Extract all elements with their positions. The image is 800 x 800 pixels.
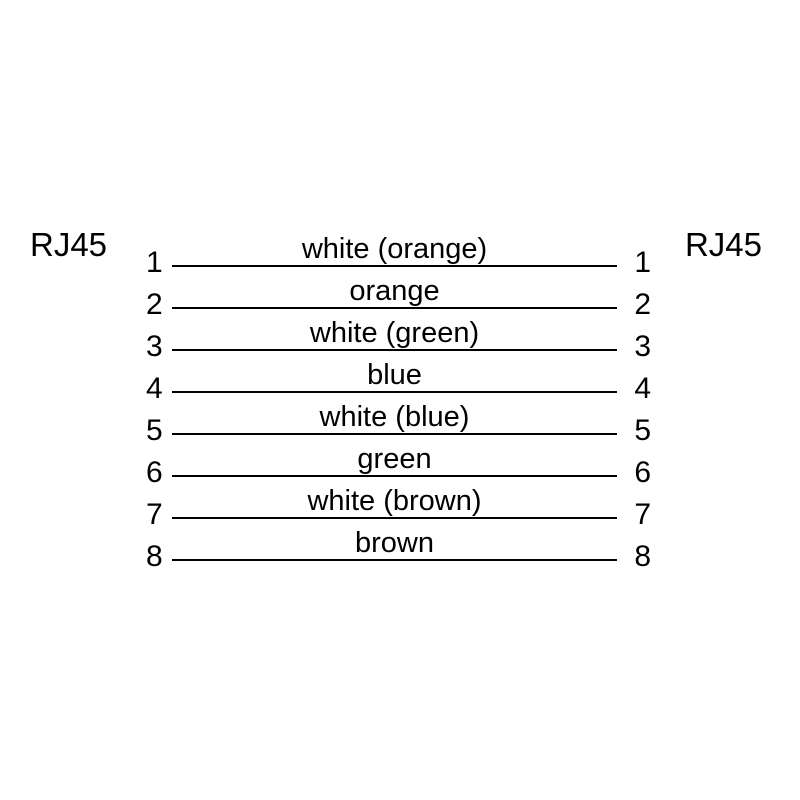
pin-number-right: 1 xyxy=(634,246,651,279)
wire-label: green xyxy=(357,443,432,475)
pin-number-right: 5 xyxy=(634,414,651,447)
wire-label: orange xyxy=(349,275,440,307)
wire-rows: 1 white (orange) 1 2 orange 2 3 white (g… xyxy=(146,225,651,572)
wire-label: white (green) xyxy=(309,317,480,349)
wire-label: white (orange) xyxy=(301,233,488,265)
wire-line: brown xyxy=(172,529,617,561)
wire-label: brown xyxy=(355,527,434,559)
pin-number-right: 4 xyxy=(634,372,651,405)
wire-label: blue xyxy=(367,359,422,391)
wire-row: 4 blue 4 xyxy=(146,351,651,404)
pin-number-left: 8 xyxy=(146,540,163,573)
wire-line: blue xyxy=(172,361,617,393)
wire-line: white (green) xyxy=(172,319,617,351)
pin-number-left: 1 xyxy=(146,246,163,279)
wire-row: 1 white (orange) 1 xyxy=(146,225,651,278)
left-connector-label: RJ45 xyxy=(30,226,108,263)
wire-line: white (brown) xyxy=(172,487,617,519)
wire-row: 8 brown 8 xyxy=(146,519,651,572)
wire-line: white (orange) xyxy=(172,235,617,267)
wire-line: white (blue) xyxy=(172,403,617,435)
pin-number-left: 4 xyxy=(146,372,163,405)
pin-number-right: 3 xyxy=(634,330,651,363)
wire-row: 3 white (green) 3 xyxy=(146,309,651,362)
wire-row: 7 white (brown) 7 xyxy=(146,477,651,530)
wire-label: white (brown) xyxy=(307,485,482,517)
wire-line: green xyxy=(172,445,617,477)
pin-number-right: 2 xyxy=(634,288,651,321)
pin-number-left: 6 xyxy=(146,456,163,489)
pin-number-left: 5 xyxy=(146,414,163,447)
wire-row: 2 orange 2 xyxy=(146,267,651,320)
pin-number-right: 6 xyxy=(634,456,651,489)
wire-row: 6 green 6 xyxy=(146,435,651,488)
wire-line: orange xyxy=(172,277,617,309)
pin-number-left: 2 xyxy=(146,288,163,321)
wire-row: 5 white (blue) 5 xyxy=(146,393,651,446)
pin-number-right: 7 xyxy=(634,498,651,531)
pin-number-right: 8 xyxy=(634,540,651,573)
pin-number-left: 7 xyxy=(146,498,163,531)
pin-number-left: 3 xyxy=(146,330,163,363)
right-connector-label: RJ45 xyxy=(684,226,762,263)
wire-label: white (blue) xyxy=(319,401,470,433)
